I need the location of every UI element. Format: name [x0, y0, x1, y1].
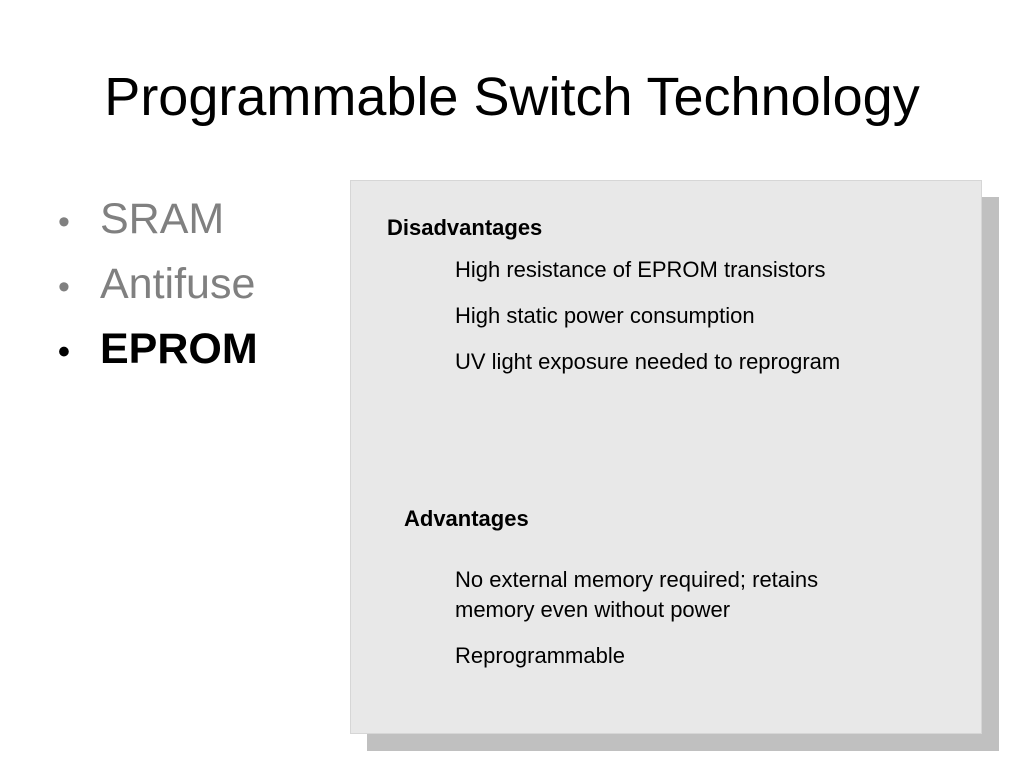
bullet-dot-icon: •	[58, 268, 70, 306]
advantages-heading: Advantages	[404, 506, 529, 531]
disadvantage-item: UV light exposure needed to reprogram	[455, 349, 841, 374]
slide-title: Programmable Switch Technology	[104, 67, 920, 127]
disadvantage-item: High static power consumption	[455, 303, 755, 328]
details-panel: Disadvantages High resistance of EPROM t…	[350, 180, 982, 734]
technology-bullet-list: • SRAM • Antifuse • EPROM	[58, 187, 258, 382]
disadvantage-item: High resistance of EPROM transistors	[455, 257, 826, 282]
bullet-item-sram: • SRAM	[58, 187, 258, 252]
bullet-label: EPROM	[100, 325, 258, 373]
disadvantages-heading: Disadvantages	[387, 215, 543, 240]
bullet-label: Antifuse	[100, 260, 256, 308]
bullet-item-eprom: • EPROM	[58, 317, 258, 382]
bullet-label: SRAM	[100, 195, 225, 243]
advantage-item: No external memory required; retains mem…	[455, 567, 819, 622]
bullet-dot-icon: •	[58, 333, 70, 371]
disadvantages-list: High resistance of EPROM transistors Hig…	[455, 255, 895, 393]
bullet-item-antifuse: • Antifuse	[58, 252, 258, 317]
advantages-list: No external memory required; retains mem…	[455, 565, 895, 687]
bullet-dot-icon: •	[58, 203, 70, 241]
advantage-item: Reprogrammable	[455, 643, 625, 668]
